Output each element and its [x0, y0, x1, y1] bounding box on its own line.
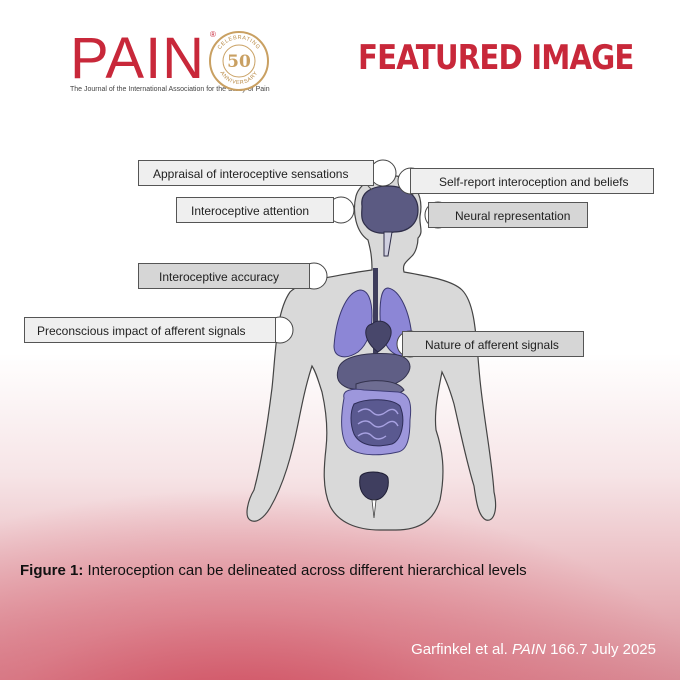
label-attention: Interoceptive attention	[176, 197, 334, 223]
label-preconscious: Preconscious impact of afferent signals	[24, 317, 276, 343]
label-self-report: Self-report interoception and beliefs	[410, 168, 654, 194]
caption-prefix: Figure 1:	[20, 562, 84, 579]
pain-logo: PAIN®	[70, 30, 216, 88]
interoception-diagram	[246, 159, 497, 531]
intestine-coils	[357, 408, 399, 440]
logo-wordmark: PAIN	[70, 26, 206, 91]
citation-details: 166.7 July 2025	[545, 641, 656, 658]
brainstem	[383, 231, 393, 257]
citation-authors: Garfinkel et al.	[411, 641, 512, 658]
registered-mark: ®	[210, 30, 216, 39]
citation-journal: PAIN	[512, 641, 546, 658]
urethra	[371, 499, 377, 519]
featured-image-title: FEATURED IMAGE	[358, 38, 634, 78]
body-silhouette	[246, 175, 497, 531]
journal-subtitle: The Journal of the International Associa…	[70, 86, 270, 93]
label-accuracy: Interoceptive accuracy	[138, 263, 310, 289]
left-lung	[333, 289, 373, 358]
heart	[365, 320, 392, 353]
anniversary-badge-icon: CELEBRATING ANNIVERSARY 50	[209, 31, 269, 91]
badge-number: 50	[227, 52, 251, 72]
label-afferent-nature: Nature of afferent signals	[402, 331, 584, 357]
small-intestine	[350, 399, 404, 447]
liver	[336, 353, 411, 390]
bladder	[359, 471, 389, 501]
citation: Garfinkel et al. PAIN 166.7 July 2025	[411, 641, 656, 658]
caption-text: Interoception can be delineated across d…	[83, 562, 527, 579]
label-neural-representation: Neural representation	[428, 202, 588, 228]
label-appraisal: Appraisal of interoceptive sensations	[138, 160, 374, 186]
figure-caption: Figure 1: Interoception can be delineate…	[20, 562, 527, 579]
